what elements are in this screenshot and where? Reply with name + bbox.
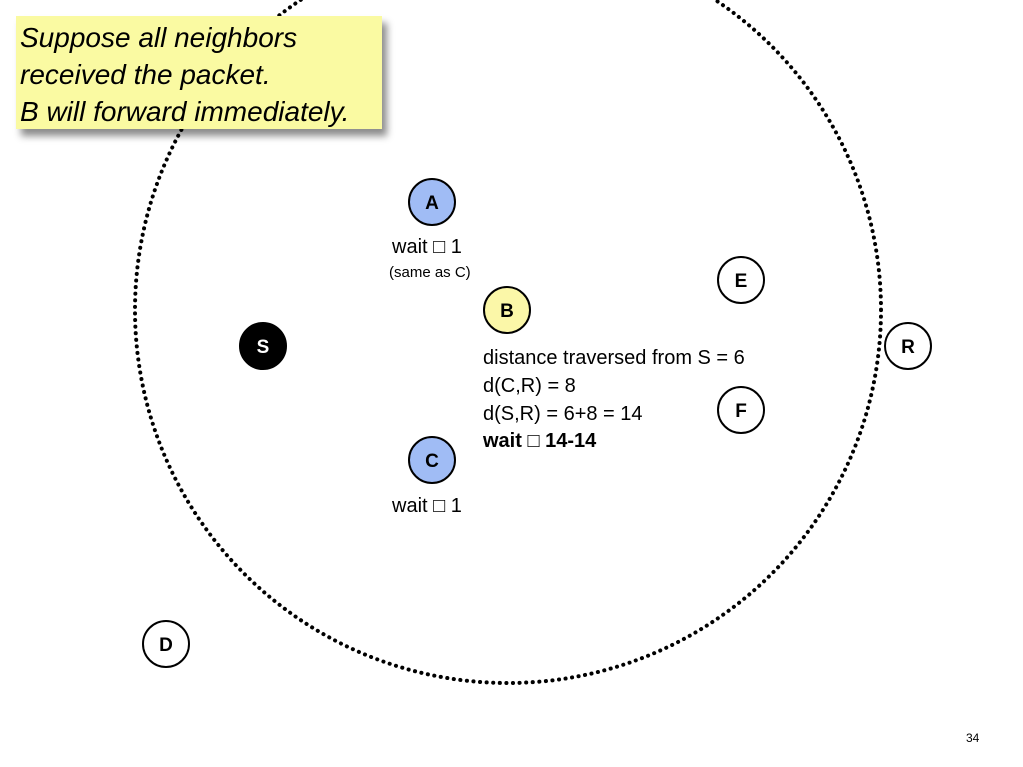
node-s-circle bbox=[239, 322, 287, 370]
node-e-circle bbox=[717, 256, 765, 304]
node-b: B bbox=[483, 286, 531, 334]
node-c-wait-label: wait □ 1 bbox=[392, 495, 462, 517]
node-r-circle bbox=[884, 322, 932, 370]
node-b-circle bbox=[483, 286, 531, 334]
node-r-label: R bbox=[901, 337, 915, 358]
node-d-label: D bbox=[159, 635, 173, 656]
callout-line-1: Suppose all neighbors bbox=[20, 22, 298, 53]
node-a-circle bbox=[408, 178, 456, 226]
b-distance-text: distance traversed from S = 6 bbox=[483, 347, 745, 369]
node-s-label: S bbox=[257, 337, 270, 358]
node-a-note: (same as C) bbox=[389, 264, 471, 281]
callout-line-2: received the packet. bbox=[20, 59, 271, 90]
node-r: R bbox=[884, 322, 932, 370]
node-a-label: A bbox=[425, 193, 439, 214]
b-dsr-text: d(S,R) = 6+8 = 14 bbox=[483, 403, 643, 425]
node-a-wait-label: wait □ 1 bbox=[392, 236, 462, 258]
node-d: D bbox=[142, 620, 190, 668]
node-s: S bbox=[239, 322, 287, 370]
node-c-circle bbox=[408, 436, 456, 484]
page-number: 34 bbox=[966, 731, 980, 745]
node-a: A bbox=[408, 178, 456, 226]
node-d-circle bbox=[142, 620, 190, 668]
range-circle bbox=[133, 0, 883, 685]
node-c-label: C bbox=[425, 451, 439, 472]
b-dcr-text: d(C,R) = 8 bbox=[483, 375, 576, 397]
callout-line-3: B will forward immediately. bbox=[20, 96, 350, 127]
node-e: E bbox=[717, 256, 765, 304]
node-f-label: F bbox=[735, 401, 747, 422]
callout-note: Suppose all neighbors received the packe… bbox=[16, 16, 382, 129]
node-e-label: E bbox=[735, 271, 748, 292]
node-f-circle bbox=[717, 386, 765, 434]
node-c: C bbox=[408, 436, 456, 484]
node-f: F bbox=[717, 386, 765, 434]
b-wait-text: wait □ 14-14 bbox=[483, 430, 597, 452]
node-b-label: B bbox=[500, 301, 514, 322]
